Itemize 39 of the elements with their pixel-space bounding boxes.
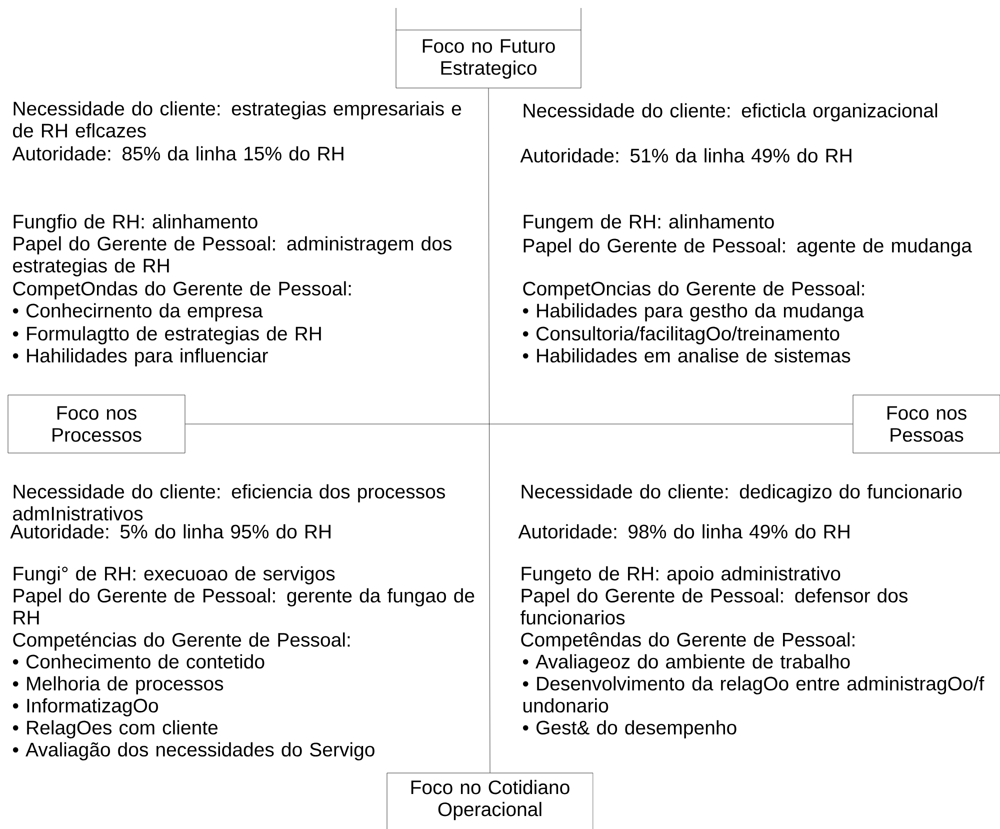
bullet-item: • Melhoria de processos: [12, 676, 224, 694]
label-text: Papel do Gerente de Pessoal: gerente da fungao de RH: [14, 588, 474, 624]
label-text: Autoridade: 98% do linha 49% do RH: [518, 524, 850, 539]
label-text: Autoridade: 51% da linha 49% do RH: [520, 148, 852, 163]
bullet-item: • RelagOes com cliente: [12, 720, 218, 738]
label-text: CompetOncias do Gerente de Pessoal:: [523, 281, 864, 300]
bullet-item: • Conhecimento de contetido: [12, 654, 264, 669]
bullet-item: • Avaliagão dos necessidades do Servigo: [12, 742, 374, 760]
axis-line: [488, 88, 490, 773]
label-text: CompetOndas do Gerente de Pessoal:: [13, 281, 351, 300]
focus-box: Foco nos Processos: [8, 394, 186, 454]
label-text: Papel do Gerente de Pessoal: agente de mudanga: [524, 238, 972, 256]
label-text: Papel do Gerente de Pessoal: administragem dos estrategias de RH: [13, 236, 452, 276]
bullet-item: • Habilidades em analise de sistemas: [522, 348, 850, 363]
label-text: Fungeto de RH: apoio administrativo: [522, 566, 840, 584]
bullet-item: • Formulagtto de estrategias de RH: [12, 326, 321, 344]
bullet-item: • Avaliageoz do ambiente de trabalho: [522, 654, 850, 672]
bullet-item: • Desenvolvimento da relagOo entre administragOo/f undonario: [522, 676, 984, 713]
label-text: Autoridade: 85% da linha 15% do RH: [12, 146, 344, 161]
bullet-item: • Conhecirnento da empresa: [12, 303, 263, 322]
label-text: Autoridade: 5% do linha 95% do RH: [10, 524, 330, 539]
label-text: Fungfio de RH: alinhamento: [14, 214, 258, 232]
focus-box: Foco no Futuro Estrategico: [396, 8, 582, 88]
bullet-item: • Gest& do desempenho: [522, 720, 736, 738]
label-text: Competêndas do Gerente de Pessoal:: [521, 632, 854, 650]
label-text: Necessidade do cliente: estrategias empresariais e de RH eflcazes: [13, 101, 462, 138]
bullet-item: • InformatizagOo: [12, 698, 158, 716]
focus-box: Foco no Cotidiano Operacional: [386, 772, 594, 829]
label-text: Necessidade do cliente: dedicagizo do funcionario: [522, 484, 962, 502]
label-text: Papel do Gerente de Pessoal: defensor dos funcionarios: [520, 588, 908, 625]
label-text: Fungi° de RH: execuoao de servigos: [14, 566, 335, 584]
label-text: Fungem de RH: alinhamento: [524, 214, 774, 232]
bullet-item: • Consultoria/facilitagOo/treinamento: [522, 326, 840, 344]
label-text: Necessidade do cliente: eficiencia dos processos admInistrativos: [13, 484, 445, 521]
bullet-item: • Hahilidades para influenciar: [12, 348, 268, 366]
bullet-item: • Habilidades para gestho da mudanga: [522, 303, 864, 322]
focus-box: Foco nos Pessoas: [852, 394, 1000, 454]
label-text: Competéncias do Gerente de Pessoal:: [13, 632, 350, 651]
label-text: Necessidade do cliente: eficticla organizacional: [524, 103, 938, 122]
